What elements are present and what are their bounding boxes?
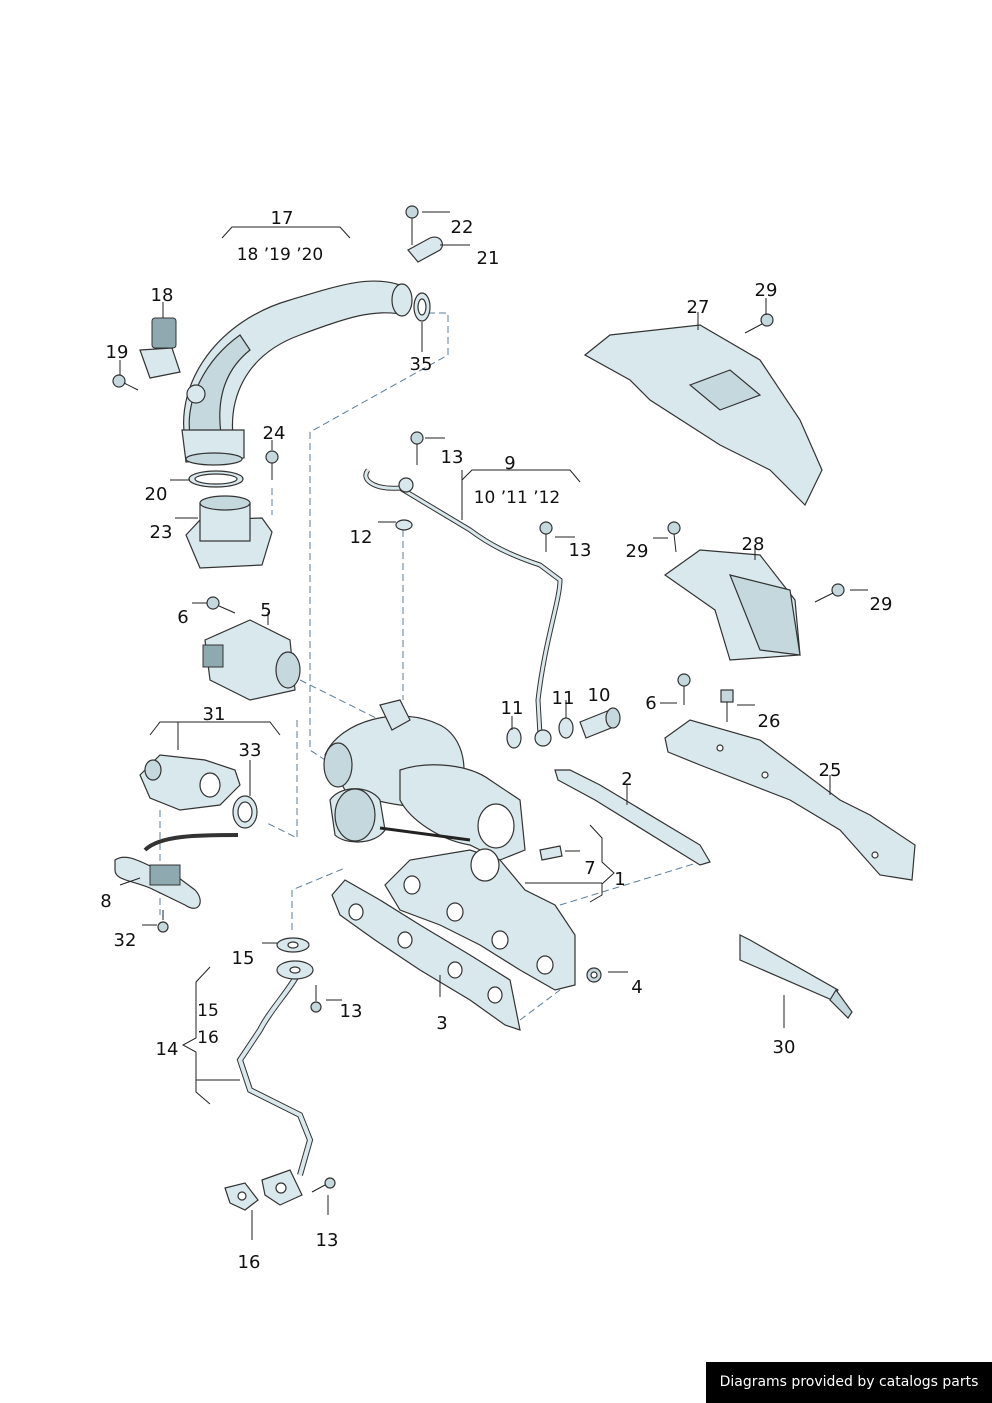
gasket-15-top[interactable] <box>276 937 310 953</box>
assembly-leaders <box>159 312 701 1021</box>
callout-13-bottom: 13 <box>316 1230 339 1251</box>
watermark-banner: Diagrams provided by catalogs parts <box>706 1362 992 1403</box>
callout-7: 7 <box>584 858 595 879</box>
bolt-13-top[interactable] <box>410 431 424 465</box>
callout-13-lower: 13 <box>340 1001 363 1022</box>
callout-31: 31 <box>203 704 226 725</box>
heat-shield-27[interactable] <box>583 324 823 507</box>
callout-16-group: 16 <box>197 1028 219 1048</box>
bolt-29-top[interactable] <box>744 313 774 334</box>
callout-6-right: 6 <box>645 693 656 714</box>
callout-1: 1 <box>614 869 625 890</box>
callout-10: 10 <box>588 685 611 706</box>
callout-29-left: 29 <box>626 541 649 562</box>
callout-16-bottom: 16 <box>238 1252 261 1273</box>
pressure-sensor[interactable] <box>139 317 181 379</box>
callout-27: 27 <box>687 297 710 318</box>
callout-12: 12 <box>350 527 373 548</box>
callout-26: 26 <box>758 711 781 732</box>
callout-4: 4 <box>631 977 642 998</box>
stud-7[interactable] <box>539 845 563 861</box>
callout-22: 22 <box>451 217 474 238</box>
bolt-6-right[interactable] <box>677 673 691 705</box>
callout-15-group: 15 <box>197 1001 219 1021</box>
gasket-2[interactable] <box>554 769 711 866</box>
sealant-tube-30[interactable] <box>739 934 853 1019</box>
callout-17: 17 <box>271 208 294 229</box>
callout-29-top: 29 <box>755 280 778 301</box>
callout-5: 5 <box>260 600 271 621</box>
nut-4[interactable] <box>586 967 602 983</box>
bolt-29-right[interactable] <box>814 583 845 603</box>
sleeve-23[interactable] <box>185 495 273 569</box>
callout-10-11-12: 10 ’11 ’12 <box>474 488 561 508</box>
banjo-bolt-10[interactable] <box>579 707 621 739</box>
callout-18-19-20: 18 ’19 ’20 <box>237 245 324 265</box>
callout-11-right: 11 <box>552 688 575 709</box>
callout-29-right: 29 <box>870 594 893 615</box>
bolt-13-lower[interactable] <box>310 985 322 1013</box>
bolt-29-left[interactable] <box>667 521 681 553</box>
callout-labels: 17 18 ’19 ’20 22 21 18 19 35 29 27 24 13… <box>100 208 892 1273</box>
callout-35: 35 <box>410 354 433 375</box>
callout-33: 33 <box>239 740 262 761</box>
callout-24: 24 <box>263 423 286 444</box>
o-ring-33[interactable] <box>232 795 258 829</box>
oil-supply-pipe[interactable] <box>363 468 563 747</box>
gasket-15-lower[interactable] <box>276 960 314 980</box>
callout-25: 25 <box>819 760 842 781</box>
turbocharger[interactable] <box>323 699 526 861</box>
callout-21: 21 <box>477 248 500 269</box>
gasket-3[interactable] <box>331 879 521 1031</box>
bolt-13-mid[interactable] <box>539 521 553 552</box>
callout-2: 2 <box>621 769 632 790</box>
callout-8: 8 <box>100 891 111 912</box>
bolt-32[interactable] <box>157 910 169 933</box>
bolt-19[interactable] <box>112 374 139 391</box>
bolt-24[interactable] <box>265 450 279 480</box>
callout-14: 14 <box>156 1039 179 1060</box>
callout-leaders <box>119 211 868 1240</box>
callout-18: 18 <box>151 285 174 306</box>
callout-28: 28 <box>742 534 765 555</box>
exhaust-manifold[interactable] <box>384 848 576 991</box>
washer-11-right[interactable] <box>558 717 574 739</box>
boost-valve-5[interactable] <box>202 619 301 701</box>
callout-11-left: 11 <box>501 698 524 719</box>
heat-shield-28[interactable] <box>663 549 801 661</box>
bolt-13-bottom[interactable] <box>311 1177 336 1193</box>
callout-6-left: 6 <box>177 607 188 628</box>
o-ring-20[interactable] <box>188 470 244 488</box>
gasket-16[interactable] <box>224 1182 259 1211</box>
callout-13-top: 13 <box>441 447 464 468</box>
washer-11-left[interactable] <box>506 727 522 749</box>
callout-23: 23 <box>150 522 173 543</box>
bracket-21[interactable] <box>407 236 443 263</box>
bolt-26[interactable] <box>720 689 734 722</box>
connection-piece-31[interactable] <box>139 754 241 811</box>
flange-16[interactable] <box>261 1169 303 1206</box>
bolt-22[interactable] <box>405 205 419 245</box>
callout-15-top: 15 <box>232 948 255 969</box>
callout-19: 19 <box>106 342 129 363</box>
oil-return-pipe[interactable] <box>236 968 314 1176</box>
washer-12[interactable] <box>395 519 413 531</box>
callout-20: 20 <box>145 484 168 505</box>
solenoid-valve-8[interactable] <box>114 833 239 909</box>
callout-9: 9 <box>504 453 515 474</box>
callout-3: 3 <box>436 1013 447 1034</box>
callout-30: 30 <box>773 1037 796 1058</box>
heat-shield-25[interactable] <box>664 719 916 881</box>
callout-32: 32 <box>114 930 137 951</box>
callout-13-mid: 13 <box>569 540 592 561</box>
intake-pipe[interactable] <box>181 280 413 466</box>
bolt-6-left[interactable] <box>206 596 236 614</box>
o-ring-35[interactable] <box>413 292 431 322</box>
